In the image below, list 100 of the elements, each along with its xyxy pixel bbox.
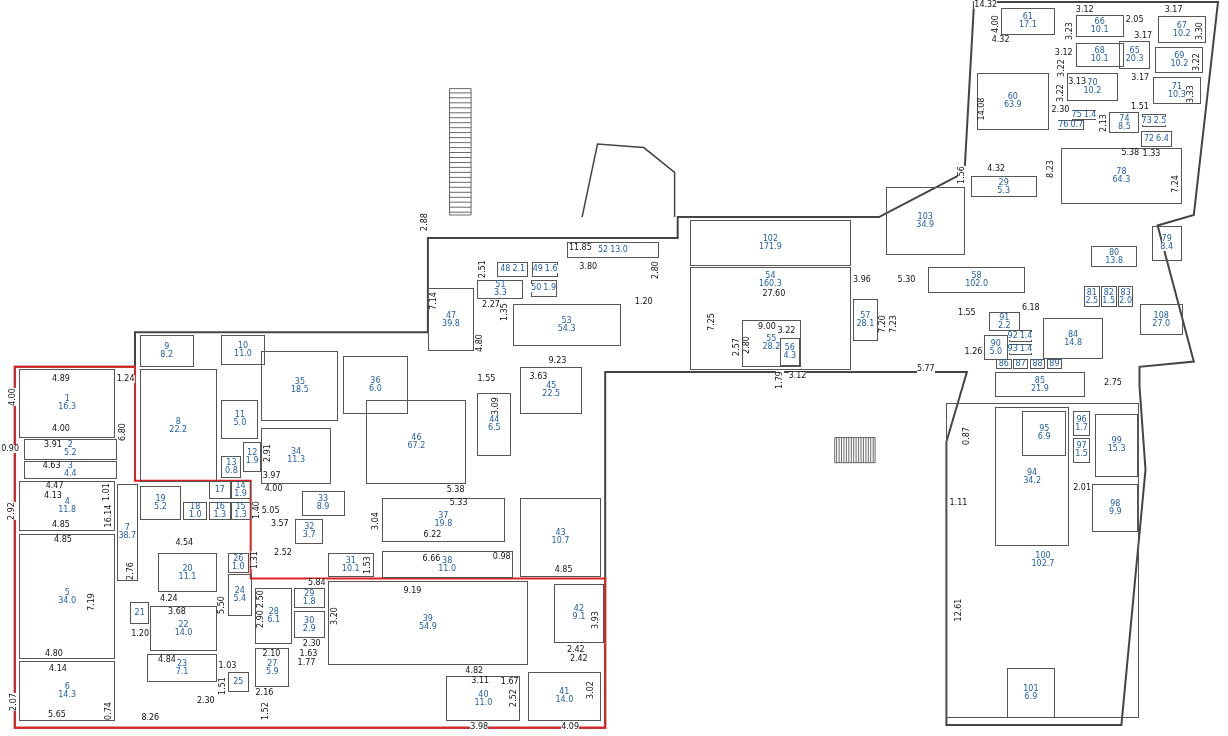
room-area: 1.4: [1019, 345, 1033, 354]
dimension-label: 1.51: [218, 677, 227, 695]
room-area: 1.8: [302, 598, 316, 607]
dimension-label: 2.30: [196, 697, 215, 706]
dimension-label: 1.55: [957, 309, 976, 318]
room-outline: [242, 441, 262, 473]
dimension-label: 4.13: [44, 492, 62, 501]
room-outline: [1151, 225, 1182, 262]
dimension-label: 3.80: [579, 263, 598, 272]
dimension-label: 2.75: [1104, 379, 1122, 387]
dimension-label: 14.08: [978, 97, 987, 121]
dimension-label: 3.13: [1068, 77, 1086, 86]
room-area: 8.5: [1118, 122, 1131, 131]
room-outline: [139, 368, 217, 483]
dimension-label: 6.80: [118, 422, 127, 441]
room-number: 72: [1143, 135, 1155, 143]
dimension-label: 4.89: [52, 374, 70, 383]
room-area: 10.3: [1168, 90, 1186, 99]
dimension-label: 4.80: [476, 333, 485, 352]
room-area: 67.2: [407, 441, 426, 450]
room-number: 11: [234, 411, 245, 420]
room-number: 95: [1039, 425, 1050, 434]
room-outline: [130, 602, 149, 625]
dimension-label: 2.92: [7, 502, 16, 521]
dimension-label: 5.30: [897, 275, 916, 284]
room-area: 2.5: [1153, 116, 1167, 125]
room-area: 2.9: [302, 624, 316, 633]
dimension-label: 1.01: [103, 482, 112, 501]
dimension-label: 2.01: [1073, 483, 1091, 492]
dimension-label: 2.52: [510, 689, 519, 708]
dimension-label: 9.23: [548, 357, 567, 366]
dimension-label: 1.55: [477, 374, 496, 383]
room-number: 89: [1049, 360, 1060, 369]
room-outline: [988, 312, 1020, 332]
room-area: 1.5: [1102, 296, 1116, 305]
room-outline: [1100, 286, 1117, 308]
dimension-label: 3.09: [491, 397, 500, 415]
room-area: 0.8: [225, 466, 238, 475]
room-number: 46: [411, 433, 422, 442]
dimension-label: 5.38: [1121, 149, 1140, 158]
room-number: 44: [489, 416, 500, 425]
dimension-label: 12.61: [955, 598, 964, 622]
dimension-label: 1.79: [775, 371, 784, 390]
dimension-label: 4.00: [264, 484, 283, 493]
room-number: 15: [235, 502, 246, 511]
room-number: 92: [1007, 331, 1018, 340]
room-area: 3.7: [302, 531, 316, 540]
dimension-label: 4.85: [52, 521, 70, 530]
dimension-label: 3.12: [1054, 48, 1073, 57]
dimension-label: 4.14: [49, 665, 67, 673]
dimension-label: 7.14: [429, 291, 438, 310]
dimension-label: 3.33: [1187, 85, 1196, 103]
room-outline: [209, 480, 231, 499]
room-outline: [209, 501, 231, 520]
dimension-label: 6.18: [1021, 304, 1040, 312]
room-number: 58: [971, 272, 982, 281]
dimension-label: 3.22: [1058, 59, 1066, 77]
dimension-label: 2.42: [569, 654, 588, 663]
dimension-label: 1.77: [297, 658, 316, 667]
room-area: 102.7: [1031, 560, 1055, 569]
room-outline: [946, 402, 1140, 718]
room-area: 4.4: [63, 470, 77, 479]
room-outline: [690, 220, 851, 267]
room-outline: [227, 672, 250, 692]
room-number: 8: [175, 417, 181, 426]
room-outline: [497, 262, 529, 277]
dimension-label: 1.03: [218, 662, 237, 671]
room-number: 40: [478, 690, 489, 699]
room-area: 13.8: [1105, 256, 1124, 265]
room-number: 78: [1116, 168, 1127, 176]
room-area: 21.9: [1031, 384, 1049, 393]
dimension-label: 1.20: [634, 297, 653, 306]
room-number: 68: [1094, 47, 1105, 56]
dimension-label: 2.88: [420, 213, 429, 231]
dimension-label: 2.76: [126, 562, 135, 581]
room-number: 18: [190, 502, 201, 511]
room-outline: [221, 399, 259, 439]
room-area: 10.1: [1090, 26, 1109, 35]
room-area: 0.7: [1070, 121, 1084, 130]
dimension-label: 4.80: [45, 649, 63, 658]
room-outline: [139, 486, 182, 520]
room-area: 5.9: [265, 667, 279, 676]
room-outline: [970, 175, 1037, 198]
room-area: 11.0: [474, 698, 493, 707]
dimension-label: 3.17: [1134, 31, 1153, 40]
dimension-label: 4.54: [175, 539, 194, 548]
dimension-label: 3.04: [372, 512, 380, 531]
room-area: 160.3: [758, 280, 782, 289]
room-area: 9.9: [1108, 507, 1122, 516]
dimension-label: 2.27: [482, 300, 500, 309]
room-area: 19.8: [434, 519, 453, 528]
room-area: 2.0: [1119, 296, 1132, 305]
room-number: 61: [1022, 13, 1033, 22]
room-area: 16.3: [58, 403, 77, 412]
room-area: 171.9: [758, 243, 782, 252]
room-number: 1: [64, 395, 70, 404]
dimension-label: 3.30: [1195, 22, 1204, 40]
room-area: 1.9: [543, 284, 557, 293]
room-number: 54: [765, 272, 776, 281]
dimension-label: 27.60: [762, 289, 786, 298]
